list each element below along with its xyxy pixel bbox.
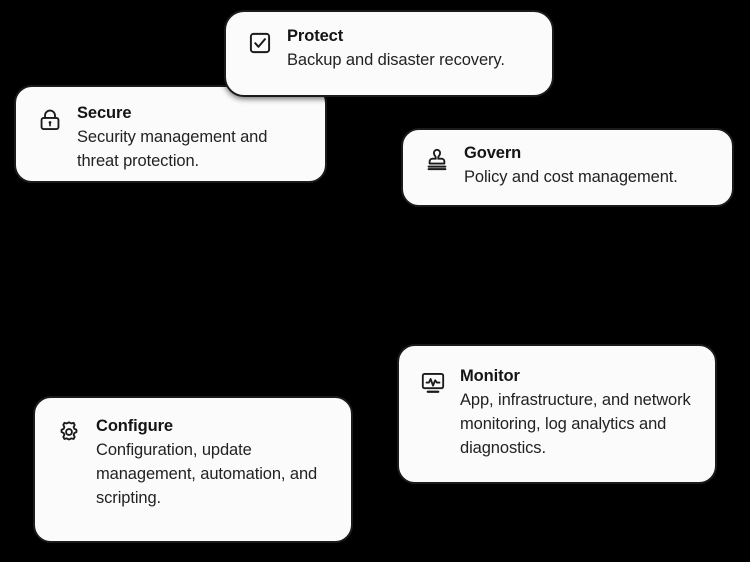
card-protect-text: Protect Backup and disaster recovery. [287,26,505,72]
card-govern[interactable]: Govern Policy and cost management. [401,128,734,207]
card-configure-content: Configure Configuration, update manageme… [35,398,351,529]
card-title: Configure [96,417,174,435]
card-description: Security management and threat protectio… [77,127,268,171]
card-description: Configuration, update management, automa… [96,440,318,508]
card-configure[interactable]: Configure Configuration, update manageme… [33,396,353,543]
monitor-pulse-icon [419,369,447,397]
card-title: Secure [77,104,132,122]
card-secure[interactable]: Secure Security management and threat pr… [14,85,327,183]
card-description: Policy and cost management. [464,167,678,186]
card-title: Govern [464,144,522,162]
card-description: Backup and disaster recovery. [287,50,505,69]
card-govern-text: Govern Policy and cost management. [464,143,678,189]
card-monitor-content: Monitor App, infrastructure, and network… [399,346,715,481]
card-title: Monitor [460,367,520,385]
card-protect[interactable]: Protect Backup and disaster recovery. [224,10,554,97]
card-secure-content: Secure Security management and threat pr… [16,87,325,189]
card-monitor[interactable]: Monitor App, infrastructure, and network… [397,344,717,484]
lock-icon [36,106,64,134]
card-title: Protect [287,27,344,45]
gear-icon [55,418,83,446]
stamp-icon [423,146,451,174]
card-configure-text: Configure Configuration, update manageme… [96,416,335,511]
card-monitor-text: Monitor App, infrastructure, and network… [460,366,697,461]
card-protect-content: Protect Backup and disaster recovery. [226,12,552,86]
card-description: App, infrastructure, and network monitor… [460,390,691,458]
card-secure-text: Secure Security management and threat pr… [77,103,307,173]
checkbox-check-icon [246,29,274,57]
card-govern-content: Govern Policy and cost management. [403,130,732,202]
